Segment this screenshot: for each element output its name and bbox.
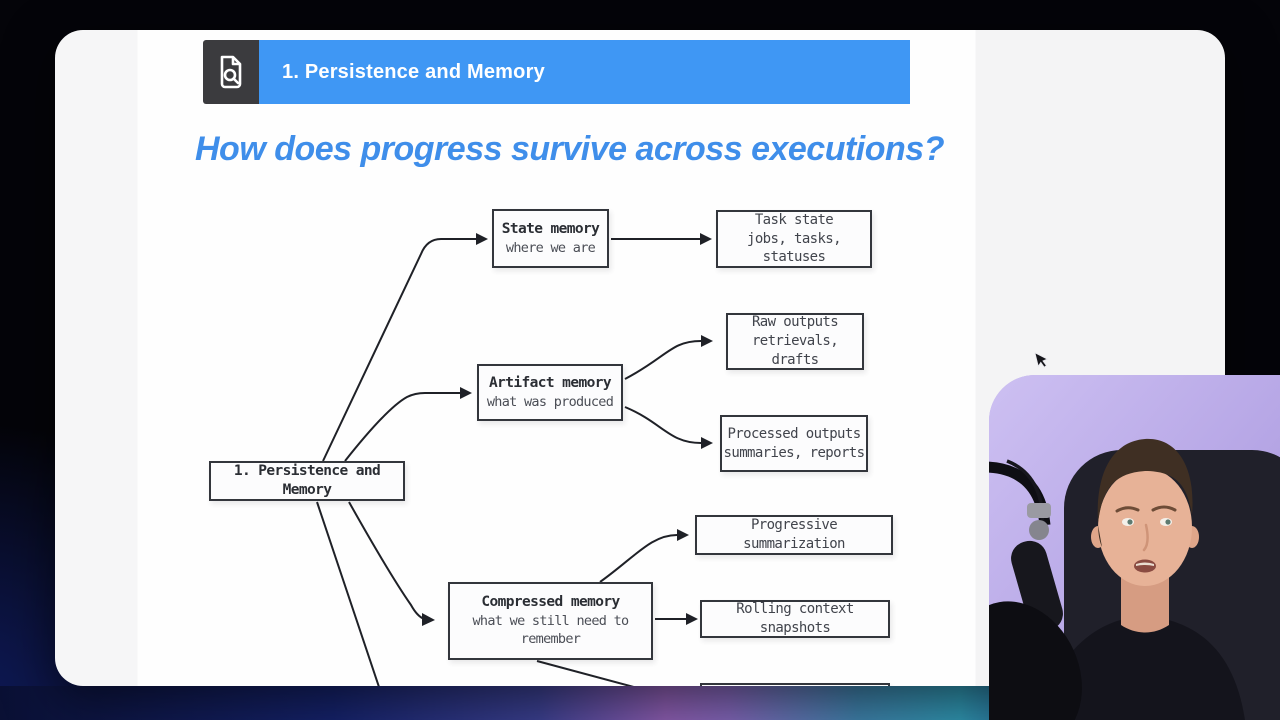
node-persistence-and-memory: 1. Persistence and Memory	[209, 461, 405, 501]
node-rolling-context-snapshots: Rolling context snapshots	[700, 600, 890, 638]
node-subtitle: what we still need to remember	[472, 613, 630, 648]
node-partially-visible	[700, 683, 890, 686]
node-subtitle: what was produced	[486, 393, 614, 410]
node-title: Artifact memory	[489, 374, 612, 391]
mouse-cursor	[1033, 349, 1053, 371]
node-compressed-memory: Compressed memory what we still need to …	[448, 582, 653, 660]
slide-header-title: 1. Persistence and Memory	[282, 60, 545, 83]
node-raw-outputs: Raw outputs retrievals, drafts	[726, 313, 864, 370]
webcam-overlay	[989, 375, 1280, 720]
node-line2: summaries, reports	[723, 444, 866, 461]
node-progressive-summarization: Progressive summarization	[695, 515, 893, 555]
presenter-mouth	[1134, 559, 1156, 573]
node-subtitle: where we are	[505, 239, 596, 256]
presenter-face	[1098, 468, 1192, 586]
node-label: 1. Persistence and Memory	[233, 463, 381, 498]
node-line1: Progressive summarization	[743, 517, 845, 552]
presenter-neck	[1121, 573, 1169, 633]
node-artifact-memory: Artifact memory what was produced	[477, 364, 623, 421]
node-line1: Processed outputs	[727, 425, 861, 442]
flowchart-connectors	[316, 233, 713, 686]
slide-header-title-bar: 1. Persistence and Memory	[259, 40, 910, 104]
node-line2: jobs, tasks, statuses	[747, 230, 842, 266]
node-title: State memory	[501, 220, 600, 237]
mic-clip	[1027, 503, 1051, 518]
slide-header-bar: 1. Persistence and Memory	[203, 40, 910, 104]
document-search-icon	[203, 40, 259, 104]
node-line2: retrievals, drafts	[751, 333, 839, 368]
node-line1: Raw outputs	[751, 314, 839, 331]
node-task-state: Task state jobs, tasks, statuses	[716, 210, 872, 268]
presenter-shirt	[1041, 618, 1245, 720]
mic-windscreen	[989, 601, 1082, 720]
node-title: Compressed memory	[481, 594, 620, 611]
node-line1: Rolling context snapshots	[736, 601, 854, 636]
node-line1: Task state	[754, 211, 834, 228]
presenter-hair	[1097, 438, 1193, 523]
mic-body	[1011, 540, 1063, 632]
slide-question-title: How does progress survive across executi…	[195, 130, 944, 168]
node-processed-outputs: Processed outputs summaries, reports	[720, 415, 868, 472]
node-state-memory: State memory where we are	[492, 209, 609, 268]
